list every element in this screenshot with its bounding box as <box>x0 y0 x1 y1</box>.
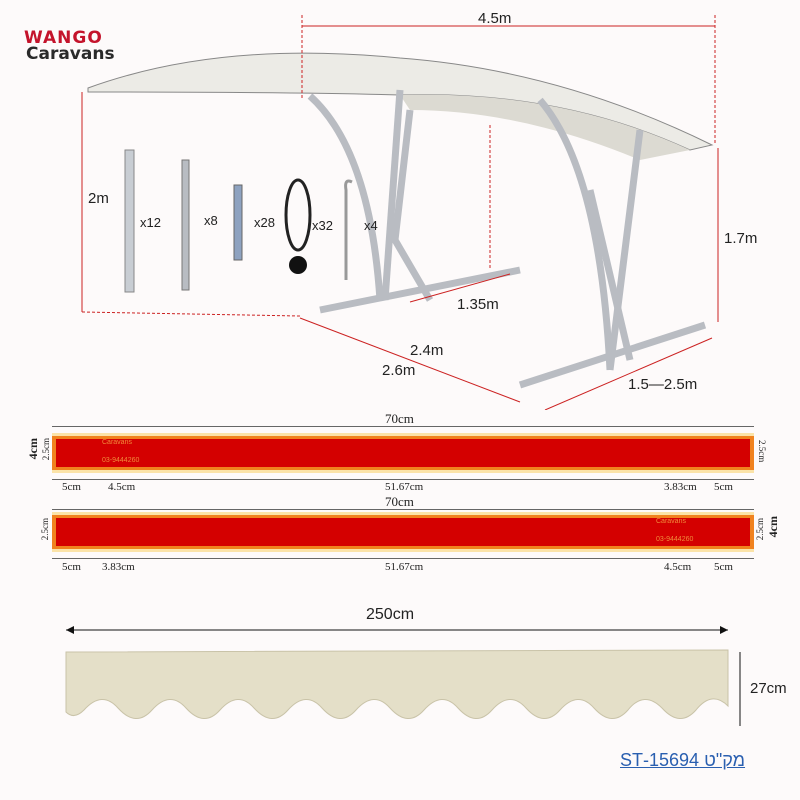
brand-logo-line1: WANGO <box>24 28 103 48</box>
dim-depth-a: 2.4m <box>410 342 444 359</box>
valance-width: 250cm <box>366 606 415 623</box>
dim-height-back: 1.7m <box>724 230 758 247</box>
segment-label: 5cm <box>62 561 81 573</box>
strip-top-inner: 2.5cm <box>41 438 51 461</box>
hardware-qty: x32 <box>312 218 333 233</box>
strip-top-total: 70cm <box>385 411 414 426</box>
long-bolt-icon <box>124 149 135 293</box>
bungee-ball-icon <box>284 178 312 252</box>
valance-height: 27cm <box>750 680 787 697</box>
canopy-drawing <box>81 15 719 410</box>
hardware-qty: x12 <box>140 215 161 230</box>
dim-width: 4.5m <box>478 10 512 27</box>
hardware-qty: x8 <box>204 213 218 228</box>
strip-top-phone: 03-9444260 <box>102 457 140 464</box>
sku-link[interactable]: מק"ט 15694-ST <box>620 750 746 770</box>
canopy-frame <box>307 89 707 389</box>
strip-bottom-logo: Caravans <box>656 518 686 525</box>
hardware-illustrations <box>124 149 353 293</box>
dim-height-front: 2m <box>88 190 109 207</box>
strip-top: Caravans 03-9444260 <box>52 433 754 473</box>
dim-inner-depth: 1.35m <box>457 296 499 313</box>
hardware-qty: x28 <box>254 215 275 230</box>
brand-logo-line2: Caravans <box>26 44 115 64</box>
segment-label: 3.83cm <box>102 561 135 573</box>
strip-bottom: Caravans 03-9444260 <box>52 512 754 552</box>
strip-bottom-total: 70cm <box>385 494 414 509</box>
hardware-qty: x4 <box>364 218 378 233</box>
valance-fabric <box>65 649 729 719</box>
dim-base-width: 1.5—2.5m <box>628 376 698 393</box>
dimension-lines <box>81 15 719 410</box>
segment-label: 51.67cm <box>385 561 424 573</box>
cap-bolt-icon <box>233 184 243 261</box>
valance-drawing <box>65 626 741 726</box>
strip-top-inner-right: 2.5cm <box>757 440 767 463</box>
bolt-icon <box>181 159 190 291</box>
segment-label: 4.5cm <box>108 481 136 493</box>
strip-bottom-inner: 2.5cm <box>40 518 50 541</box>
segment-label: 5cm <box>62 481 81 493</box>
segment-label: 3.83cm <box>664 481 697 493</box>
strip-bottom-phone: 03-9444260 <box>656 536 694 543</box>
strip-top-height: 4cm <box>26 438 40 460</box>
segment-label: 5cm <box>714 561 733 573</box>
canopy-roof <box>87 52 714 151</box>
segment-label: 5cm <box>714 481 733 493</box>
strip-top-logo: Caravans <box>102 439 132 446</box>
canopy-roof-underside <box>400 94 690 160</box>
segment-label: 51.67cm <box>385 481 424 493</box>
segment-label: 4.5cm <box>664 561 692 573</box>
strip-bottom-height: 4cm <box>766 516 780 538</box>
strip-bottom-inner: 2.5cm <box>755 518 765 541</box>
ground-peg-icon <box>344 179 353 280</box>
dim-depth-b: 2.6m <box>382 362 416 379</box>
